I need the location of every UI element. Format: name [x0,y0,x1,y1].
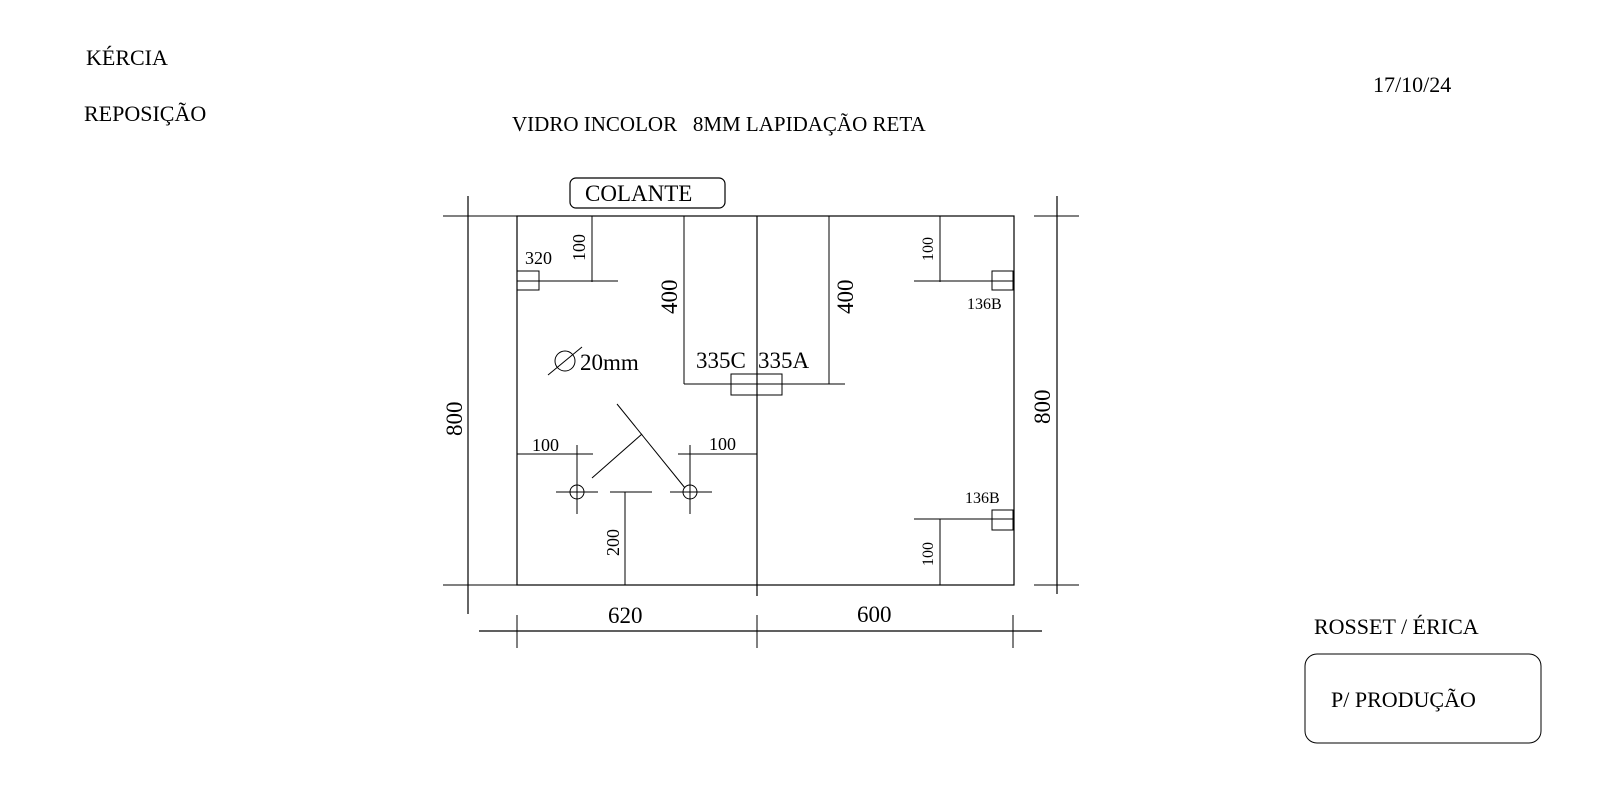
hole-right-offset-label: 100 [709,434,736,454]
hole-diameter-label: 20mm [580,350,639,375]
colante-badge: COLANTE [569,177,726,209]
client-name: KÉRCIA [86,45,168,70]
hole-height-label: 200 [603,529,623,556]
hinge-code-left: 335C [696,348,746,373]
order-date: 17/10/24 [1373,72,1451,97]
dim-height-right-label: 800 [1030,390,1055,425]
notch-left-height-label: 400 [657,280,682,315]
hole-diameter-annotation: 20mm [547,346,639,376]
handle-holes: 100 100 200 [517,403,757,585]
center-notch: 400 400 335C 335A [657,216,858,396]
right-top-offset-label: 100 [920,237,937,261]
material-spec: VIDRO INCOLOR 8MM LAPIDAÇÃO RETA [512,112,926,136]
diameter-icon [554,350,576,372]
notch-right-height-label: 400 [833,280,858,315]
right-top-clip: 100 136B [914,216,1014,313]
right-bottom-code-label: 136B [965,490,1000,507]
dim-width-left-label: 620 [608,603,643,628]
hole-left-offset-label: 100 [532,435,559,455]
order-type: REPOSIÇÃO [84,101,206,126]
dim-height-left-label: 800 [442,402,467,437]
dim-width-right-label: 600 [857,602,892,627]
top-left-cut-label: 320 [525,248,552,268]
hinge-code-right: 335A [758,348,810,373]
dimension-width-bottom: 620 600 [479,602,1042,648]
dimension-height-right: 800 [1030,196,1079,594]
dimension-height-left: 800 [442,196,517,614]
top-left-offset-label: 100 [569,234,589,261]
top-left-cutout: 320 100 [516,216,618,291]
glass-panel-outline [516,215,1015,586]
production-stamp-label: P/ PRODUÇÃO [1331,687,1476,712]
right-top-code-label: 136B [967,296,1002,313]
colante-label: COLANTE [585,181,692,206]
right-bottom-offset-label: 100 [920,542,937,566]
right-bottom-clip: 136B 100 [914,490,1014,585]
signature: ROSSET / ÉRICA [1314,614,1479,639]
production-stamp: P/ PRODUÇÃO [1304,653,1542,744]
